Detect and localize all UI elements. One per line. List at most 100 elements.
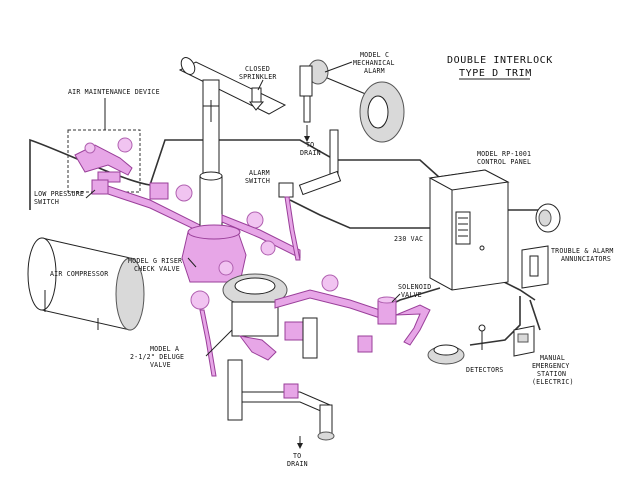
control-panel [428,169,510,291]
alarm-bell [535,203,561,233]
leader-sprinkler [257,79,264,91]
solenoid-check [357,335,373,353]
deluge-valve [190,240,381,377]
detectors [427,324,486,365]
label-control-panel-1: MODEL RP-1001 [477,150,531,158]
label-mech-alarm-3: ALARM [364,67,385,75]
label-riser-check-1: MODEL G RISER [128,257,182,265]
air-valve [97,171,121,183]
wire-alarm-switch [289,199,430,229]
air-gauge-1 [117,137,133,153]
alarm-body [299,65,313,97]
deluge-trim-right [274,289,381,319]
drain-outlet [319,404,333,436]
drain-outlet-end [317,431,335,441]
solenoid-valve [357,296,431,353]
deluge-drain-trim [238,335,277,361]
control-panel-lock [479,245,485,251]
alarm-bell-inner [538,209,552,227]
alarm-switch [278,170,342,261]
label-manual-4: (ELECTRIC) [532,378,574,386]
solenoid-valve-top [377,296,397,304]
solenoid-valve-body [377,299,397,325]
label-low-pressure-2: SWITCH [34,198,59,206]
label-mech-alarm-2: MECHANICAL [353,59,395,67]
detector-2-head [478,324,486,332]
label-control-panel-2: CONTROL PANEL [477,158,531,166]
solenoid-trim-loop [395,304,431,346]
deluge-gauge-left [190,290,210,310]
wire-manual-station [529,299,541,331]
title-line-1: DOUBLE INTERLOCK [447,55,553,66]
drain-piping [227,359,335,449]
label-alarm-switch-2: SWITCH [245,177,270,185]
riser-pipe-top [199,171,223,181]
low-pressure-switch [91,179,201,233]
leader-low-pressure [85,189,96,199]
alarm-gong-center [367,95,389,129]
air-compressor [27,237,145,331]
label-deluge-1: MODEL A [150,345,179,353]
drain-riser-lower [227,359,243,421]
label-low-pressure-1: LOW PRESSURE [34,190,84,198]
wire-top-run [149,139,441,186]
compressor-tank-end [27,237,57,311]
label-closed-sprinkler-1: CLOSED [245,65,270,73]
label-air-compressor: AIR COMPRESSOR [50,270,108,278]
label-riser-check-2: CHECK VALVE [134,265,180,273]
deluge-valve-body [231,301,279,337]
deluge-gauge-top [218,260,234,276]
label-to-drain-bottom-1: TO [293,452,301,460]
label-trouble-1: TROUBLE & ALARM [551,247,614,255]
deluge-valve-cap [234,277,276,295]
label-alarm-switch-1: ALARM [249,169,270,177]
title-line-2: TYPE D TRIM [459,68,532,79]
alarm-drain-arrowhead [304,136,310,142]
label-detectors: DETECTORS [466,366,504,374]
diagram-title: DOUBLE INTERLOCK TYPE D TRIM [447,55,553,80]
label-trouble-2: ANNUNCIATORS [561,255,611,263]
sprinkler-deflector [249,101,265,111]
leader-lines [85,61,401,357]
solenoid-side-gauge [321,274,339,292]
manual-station-handle [517,333,529,343]
label-to-drain-top-1: TO [306,141,314,149]
drain-valve [283,383,299,399]
mechanical-alarm [299,59,405,181]
sprinkler-head [251,87,262,103]
label-to-drain-bottom-2: DRAIN [287,460,308,468]
leader-mech-alarm [324,61,353,73]
drain-bottom-arrowhead [297,443,303,449]
label-air-maintenance: AIR MAINTENANCE DEVICE [68,88,160,96]
compressor-tank-cap [115,257,145,331]
label-manual-2: EMERGENCY [532,362,570,370]
label-closed-sprinkler-2: SPRINKLER [239,73,277,81]
drain-cup [302,317,318,359]
annunciator [521,245,549,289]
air-pressure-gauge [175,184,193,202]
label-to-drain-top-2: DRAIN [300,149,321,157]
alarm-switch-box [278,182,294,198]
deluge-gauge-right [260,240,276,256]
label-manual-1: MANUAL [540,354,565,362]
sprinkler-pipe-end [180,57,196,75]
deluge-trim-left [199,309,217,377]
label-manual-3: STATION [537,370,566,378]
manual-station [513,325,535,357]
detector-base [433,344,459,356]
riser-check-valve-flange [187,224,241,240]
low-pressure-switch-body [91,179,109,195]
label-deluge-2: 2-1/2" DELUGE [130,353,184,361]
label-solenoid-1: SOLENOID [398,283,431,291]
alarm-switch-pipe [284,196,301,261]
leader-solenoid [391,293,401,303]
alarm-line-horizontal [298,170,342,196]
air-gauge-2 [84,142,96,154]
control-panel-top [428,169,510,191]
leader-deluge [205,329,233,357]
label-deluge-3: VALVE [150,361,171,369]
label-solenoid-2: VALVE [401,291,422,299]
sprinkler-pipe [178,57,287,177]
